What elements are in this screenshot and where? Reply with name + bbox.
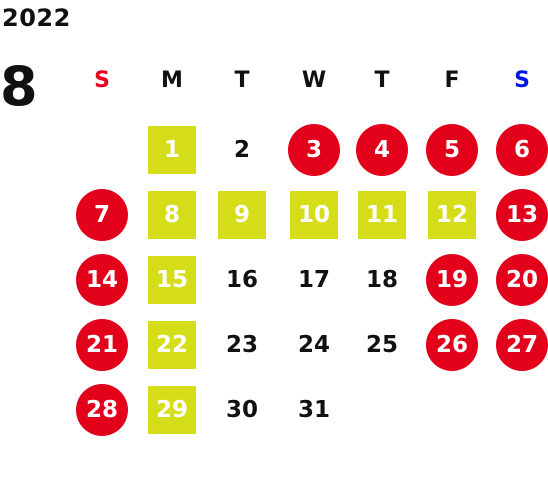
weekday-header-fri: F	[444, 68, 460, 93]
day-15-closed: 15	[148, 256, 196, 304]
day-2-normal: 2	[233, 137, 250, 163]
weekday-header-sat: S	[514, 68, 530, 93]
day-21-holiday: 21	[76, 319, 128, 371]
day-19-holiday: 19	[426, 254, 478, 306]
day-23-normal: 23	[225, 332, 258, 358]
day-1-closed: 1	[148, 126, 196, 174]
day-22-closed: 22	[148, 321, 196, 369]
day-3-holiday: 3	[288, 124, 340, 176]
weekday-header-sun: S	[94, 68, 110, 93]
weekday-header-wed: W	[301, 68, 327, 93]
day-10-closed: 10	[290, 191, 338, 239]
day-27-holiday: 27	[496, 319, 548, 371]
day-16-normal: 16	[225, 267, 258, 293]
day-5-holiday: 5	[426, 124, 478, 176]
day-30-normal: 30	[225, 397, 258, 423]
day-11-closed: 11	[358, 191, 406, 239]
day-8-closed: 8	[148, 191, 196, 239]
day-29-closed: 29	[148, 386, 196, 434]
day-4-holiday: 4	[356, 124, 408, 176]
day-13-holiday: 13	[496, 189, 548, 241]
day-7-holiday: 7	[76, 189, 128, 241]
day-28-holiday: 28	[76, 384, 128, 436]
day-17-normal: 17	[297, 267, 330, 293]
day-12-closed: 12	[428, 191, 476, 239]
day-9-closed: 9	[218, 191, 266, 239]
day-26-holiday: 26	[426, 319, 478, 371]
year-label: 2022	[2, 4, 71, 32]
weekday-header-mon: M	[161, 68, 183, 93]
weekday-header-tue: T	[234, 68, 250, 93]
day-31-normal: 31	[297, 397, 330, 423]
day-25-normal: 25	[365, 332, 398, 358]
day-20-holiday: 20	[496, 254, 548, 306]
day-24-normal: 24	[297, 332, 330, 358]
day-14-holiday: 14	[76, 254, 128, 306]
month-number: 8	[0, 55, 38, 118]
day-6-holiday: 6	[496, 124, 548, 176]
weekday-header-thu: T	[374, 68, 390, 93]
day-18-normal: 18	[365, 267, 398, 293]
